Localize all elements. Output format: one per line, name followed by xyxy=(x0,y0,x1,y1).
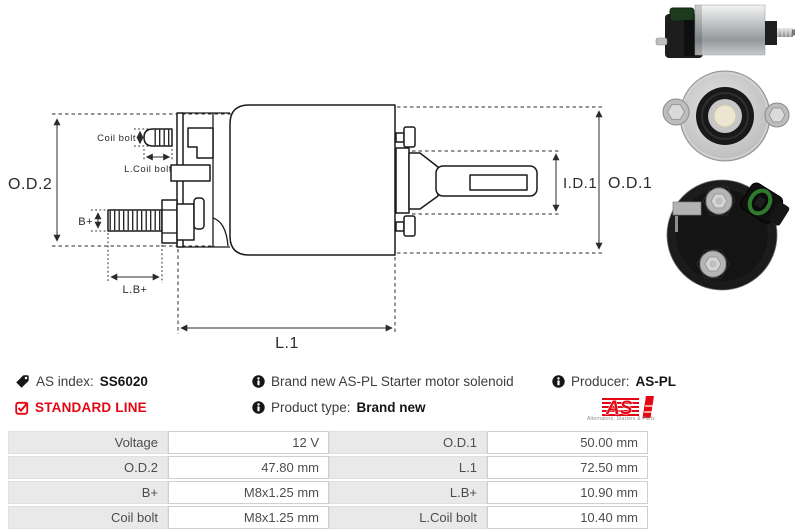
standard-line-row: STANDARD LINE xyxy=(15,400,147,415)
logo-bar xyxy=(642,396,654,418)
spec-label-cell: L.Coil bolt xyxy=(329,506,487,529)
product-type-value: Brand new xyxy=(356,400,426,415)
spec-value-cell: 47.80 mm xyxy=(168,456,329,479)
od1-label: O.D.1 xyxy=(608,175,652,192)
dimension-l1: L.1 xyxy=(177,249,396,352)
solenoid-front-flange-photo xyxy=(662,70,790,162)
spec-value-cell: 10.90 mm xyxy=(487,481,648,504)
spec-label-cell: L.B+ xyxy=(329,481,487,504)
description-row: Brand new AS-PL Starter motor solenoid xyxy=(252,374,514,389)
producer-value: AS-PL xyxy=(635,374,677,389)
as-index-label: AS index: xyxy=(36,374,94,389)
spec-value-cell: 10.40 mm xyxy=(487,506,648,529)
spec-label-cell: B+ xyxy=(8,481,168,504)
solenoid-rear-terminals-photo xyxy=(666,179,790,291)
b-plus-stud xyxy=(107,197,205,244)
checkbox-checked-icon xyxy=(15,401,29,415)
producer-row: Producer: AS-PL xyxy=(552,374,676,389)
technical-drawing: O.D.2 xyxy=(8,104,652,352)
spec-value-cell: M8x1.25 mm xyxy=(168,481,329,504)
spec-label-cell: L.1 xyxy=(329,456,487,479)
l1-label: L.1 xyxy=(275,335,299,352)
id1-label: I.D.1 xyxy=(563,175,597,192)
mounting-ears xyxy=(395,126,416,237)
product-photos xyxy=(655,4,795,291)
spec-table: Voltage 12 V O.D.1 50.00 mm O.D.2 47.80 … xyxy=(8,431,648,529)
tag-icon xyxy=(16,375,29,388)
coil-bolt-stud xyxy=(143,128,173,147)
spec-value-cell: M8x1.25 mm xyxy=(168,506,329,529)
dimension-od2: O.D.2 xyxy=(8,113,232,247)
as-index-value: SS6020 xyxy=(99,374,148,389)
logo-caption: Alternators, Starters & Parts xyxy=(586,416,656,422)
product-type-row: Product type: Brand new xyxy=(252,400,426,415)
spec-label-cell: O.D.2 xyxy=(8,456,168,479)
od2-label: O.D.2 xyxy=(8,176,52,193)
info-circle-icon xyxy=(252,401,265,414)
dimension-l-b-plus: L.B+ xyxy=(107,233,163,296)
solenoid-body xyxy=(176,104,396,256)
as-index-row: AS index: SS6020 xyxy=(15,374,148,389)
info-circle-icon xyxy=(252,375,265,388)
description-text: Brand new AS-PL Starter motor solenoid xyxy=(271,374,514,389)
dimension-od1: O.D.1 xyxy=(397,106,652,254)
spec-label-cell: Coil bolt xyxy=(8,506,168,529)
product-type-label: Product type: xyxy=(271,400,351,415)
dimension-b-plus: B+ xyxy=(78,209,108,232)
coil-bolt-installed xyxy=(170,164,211,182)
plunger-shaft xyxy=(395,147,538,214)
spec-value-cell: 12 V xyxy=(168,431,329,454)
standard-line-label: STANDARD LINE xyxy=(35,400,147,415)
spec-value-cell: 50.00 mm xyxy=(487,431,648,454)
as-pl-logo: AS xyxy=(602,396,654,419)
logo-text: AS xyxy=(605,398,633,419)
info-circle-icon xyxy=(552,375,565,388)
l-coil-bolt-label: L.Coil bolt xyxy=(124,164,172,175)
l-b-plus-label: L.B+ xyxy=(123,284,148,296)
dimension-id1: I.D.1 xyxy=(412,150,597,215)
spec-label-cell: O.D.1 xyxy=(329,431,487,454)
spec-label-cell: Voltage xyxy=(8,431,168,454)
dimension-coil-bolt: Coil bolt xyxy=(97,128,150,147)
dimension-l-coil-bolt: L.Coil bolt xyxy=(124,149,173,175)
solenoid-side-photo xyxy=(655,4,795,58)
coil-bolt-label: Coil bolt xyxy=(97,133,136,144)
logo-stripes xyxy=(602,398,639,416)
spec-value-cell: 72.50 mm xyxy=(487,456,648,479)
b-plus-label: B+ xyxy=(78,216,93,228)
producer-label: Producer: xyxy=(571,374,630,389)
